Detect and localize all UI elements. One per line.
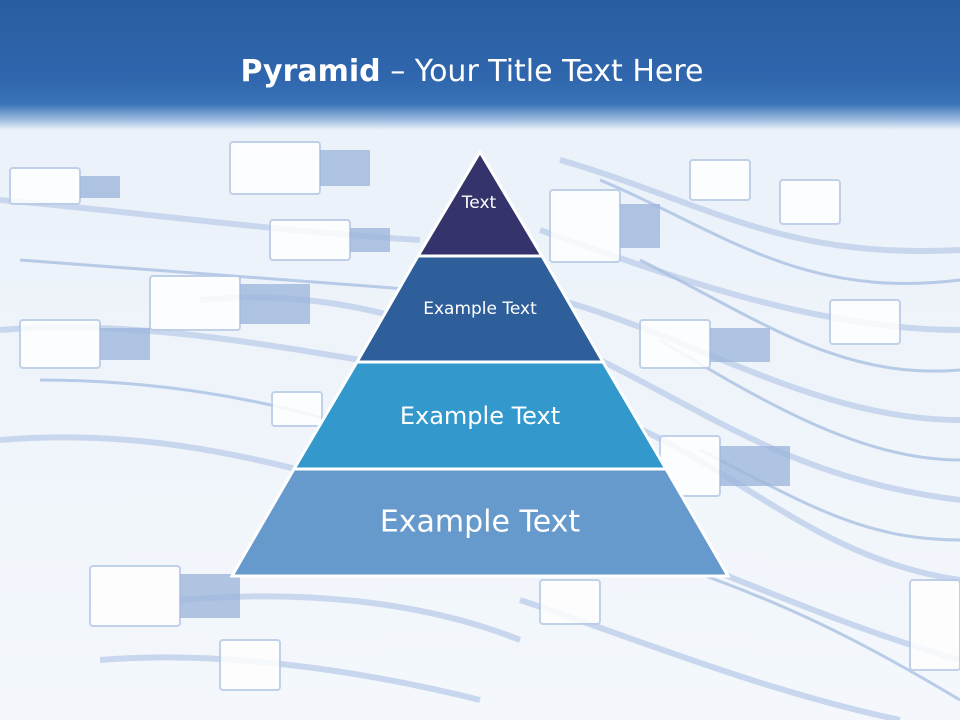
title-rest-part: – Your Title Text Here (380, 54, 704, 89)
pyramid-level-4-shape (229, 467, 731, 578)
pyramid-level-3-label: Example Text (400, 402, 560, 430)
title-banner (0, 0, 960, 130)
slide-title: Pyramid – Your Title Text Here (0, 52, 944, 92)
title-bold-part: Pyramid (240, 54, 381, 89)
pyramid-level-1-label: Text (461, 193, 497, 213)
pyramid-level-3: Example Text (291, 360, 669, 471)
pyramid-level-4: Example Text (229, 467, 731, 578)
pyramid-level-2-label: Example Text (423, 299, 537, 319)
pyramid-level-1: Text (415, 149, 545, 258)
pyramid-level-2: Example Text (354, 254, 606, 364)
pyramid-level-4-label: Example Text (380, 505, 581, 540)
